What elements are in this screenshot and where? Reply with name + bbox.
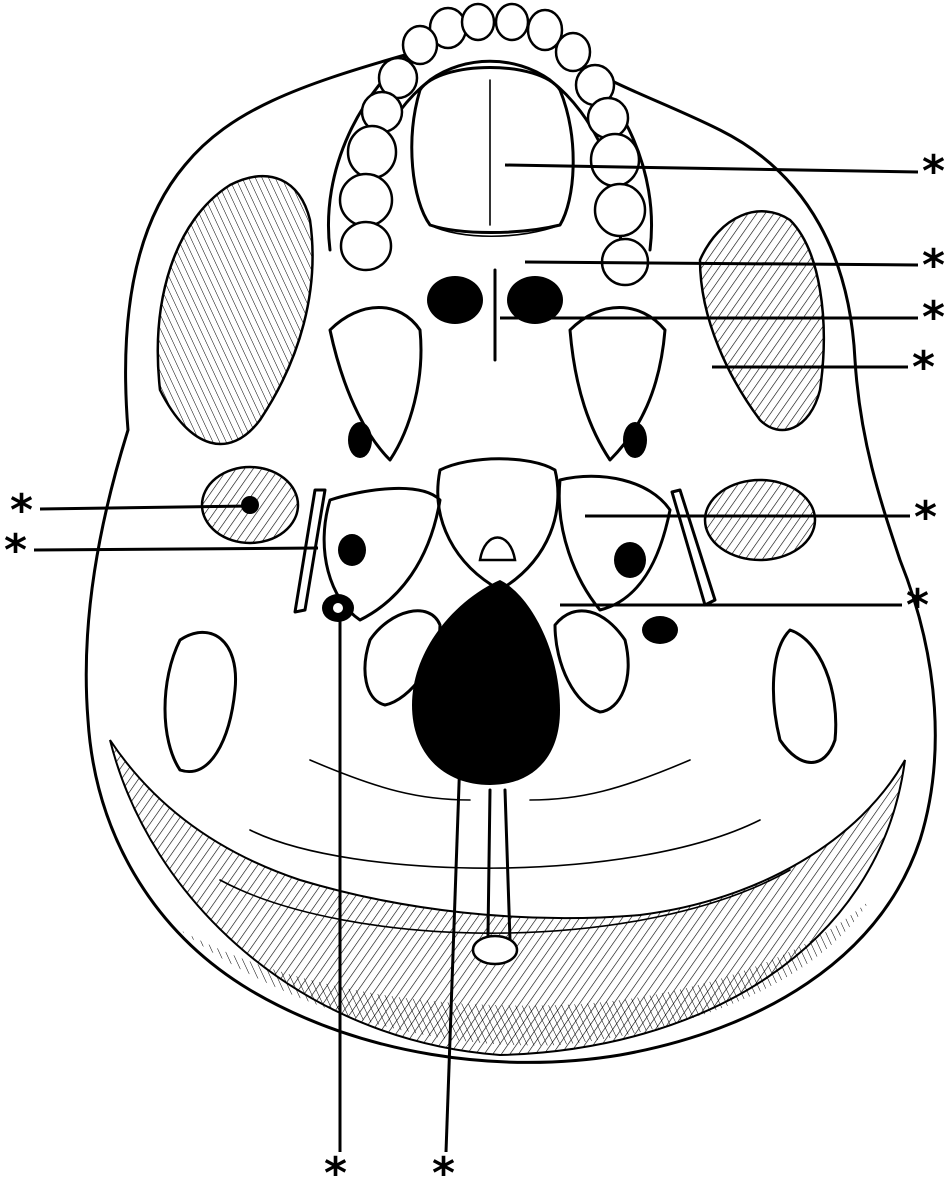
external-occipital-protuberance — [473, 936, 517, 964]
left-pterygoid — [330, 308, 421, 461]
marker-left-2: * — [4, 525, 27, 576]
right-mandibular-fossa — [705, 480, 815, 560]
right-pterygoid — [570, 308, 665, 461]
teeth — [340, 4, 648, 285]
marker-right-1: * — [922, 146, 945, 197]
leader-left-2 — [34, 548, 318, 550]
leader-right-1 — [505, 165, 918, 172]
basi-occiput — [438, 459, 558, 590]
marker-right-4: * — [912, 342, 935, 393]
marker-bottom-2: * — [432, 1148, 455, 1191]
marker-right-6: * — [906, 580, 929, 631]
left-styloid — [295, 490, 325, 612]
leader-right-2 — [525, 262, 918, 265]
right-petrous — [559, 476, 670, 610]
right-foramen — [623, 422, 647, 458]
choanae — [427, 270, 563, 360]
marker-right-2: * — [922, 240, 945, 291]
right-occipital-condyle — [555, 611, 628, 712]
left-foramen — [348, 422, 372, 458]
right-zygomatic-region — [700, 211, 824, 430]
hard-palate — [412, 68, 573, 233]
marker-bottom-1: * — [324, 1148, 347, 1191]
marker-right-5: * — [914, 492, 937, 543]
left-mastoid — [165, 632, 236, 771]
foramen-magnum-notch — [480, 538, 515, 561]
marker-right-3: * — [922, 292, 945, 343]
foramen-magnum — [412, 580, 560, 785]
left-zygomatic-region — [158, 176, 313, 444]
right-mastoid — [773, 630, 835, 763]
